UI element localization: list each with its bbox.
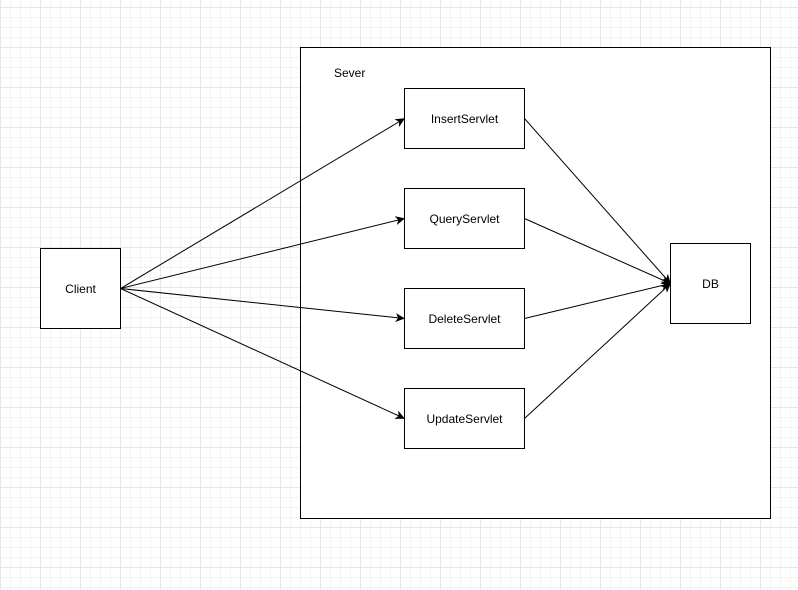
client-node[interactable]: Client [40,248,121,329]
server-label: Sever [334,66,366,80]
insert-servlet-node[interactable]: InsertServlet [404,88,525,149]
query-servlet-node[interactable]: QueryServlet [404,188,525,249]
delete-servlet-node[interactable]: DeleteServlet [404,288,525,349]
update-servlet-node[interactable]: UpdateServlet [404,388,525,449]
db-node[interactable]: DB [670,243,751,324]
